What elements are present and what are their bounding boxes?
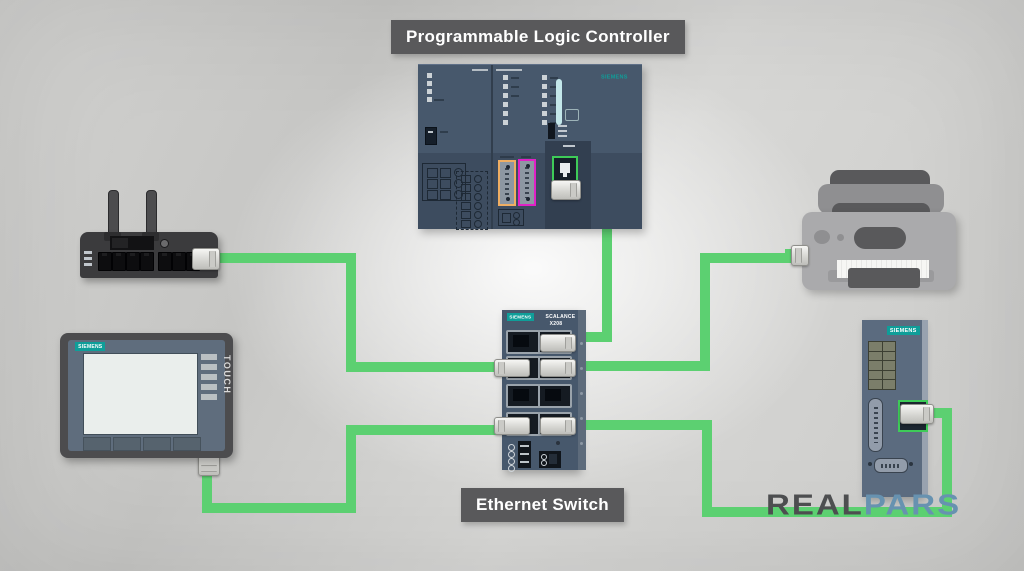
- module-terminal-grid: [868, 341, 896, 390]
- cable-switch-module: [918, 408, 952, 418]
- led: [427, 81, 432, 86]
- serial-port-orange: [498, 160, 516, 206]
- cable-router-switch: [210, 253, 356, 263]
- router-button: [160, 239, 169, 248]
- hmi-softkey-strip: [201, 384, 217, 390]
- led: [427, 97, 432, 102]
- plc-device: SIEMENS: [418, 64, 642, 230]
- cable-switch-printer: [700, 253, 710, 371]
- switch-model-label: SCALANCE X208: [545, 313, 576, 327]
- cable-router-switch: [346, 362, 508, 372]
- serial-port-magenta: [518, 159, 536, 206]
- mode-switch: [548, 123, 555, 139]
- hmi-softkey-strip: [201, 354, 217, 360]
- io-block: [498, 209, 524, 226]
- router-lan-port: [158, 252, 172, 271]
- switch-terminal-block: [518, 441, 531, 468]
- switch-port-row1-left: [506, 330, 540, 354]
- switch-plug-row1-right: [540, 334, 576, 352]
- hmi-softkey-strip: [201, 374, 217, 380]
- printer-control-panel: [854, 227, 906, 249]
- cable-hmi-switch: [346, 425, 356, 513]
- module-ethernet-plug: [900, 404, 934, 424]
- hmi-device: SIEMENS TOUCH: [60, 333, 233, 458]
- cable-switch-module: [702, 420, 712, 517]
- module-dsub-vertical: [868, 398, 883, 452]
- switch-port-row3-left: [506, 384, 540, 408]
- terminal-strip: [456, 171, 488, 230]
- cable-hmi-switch: [346, 425, 508, 435]
- module-label-text: [472, 69, 488, 71]
- plc-ethernet-plug: [551, 180, 581, 200]
- router-lan-port: [172, 252, 186, 271]
- router-lan-port: [98, 252, 112, 271]
- power-switch: [425, 127, 437, 145]
- printer-power-button: [814, 230, 830, 244]
- cable-hmi-switch: [202, 503, 356, 513]
- cable-hmi-switch: [202, 468, 212, 513]
- hmi-touch-label: TOUCH: [222, 355, 232, 395]
- switch-plug-row2-left: [494, 359, 530, 377]
- hmi-function-key: [173, 437, 201, 451]
- switch-terminal-block: [539, 451, 561, 468]
- cable-plc-switch: [602, 188, 612, 342]
- printer-output-tray: [848, 268, 920, 288]
- printer-indicator: [837, 234, 844, 241]
- cable-switch-module: [702, 507, 952, 517]
- led: [427, 89, 432, 94]
- realpars-logo: REALPARS: [766, 488, 961, 521]
- led: [427, 73, 432, 78]
- printer-device: [800, 170, 960, 292]
- router-lan-port: [112, 252, 126, 271]
- siemens-logo: SIEMENS: [601, 74, 628, 81]
- ethernet-switch-caption: Ethernet Switch: [461, 488, 624, 522]
- hmi-softkey-strip: [201, 364, 217, 370]
- router-display: [110, 236, 154, 250]
- switch-plug-row4-left: [494, 417, 530, 435]
- router-ethernet-plug: [192, 248, 220, 270]
- realpars-logo-pars: PARS: [863, 488, 962, 521]
- cable-router-switch: [346, 253, 356, 367]
- cable-switch-printer: [570, 361, 710, 371]
- hmi-function-key: [113, 437, 141, 451]
- module-label-text: [440, 131, 448, 133]
- realpars-logo-real: REAL: [766, 488, 864, 521]
- cable-plc-switch: [566, 332, 612, 342]
- siemens-logo: SIEMENS: [507, 313, 534, 321]
- printer-ethernet-plug: [791, 245, 809, 266]
- router-lan-port: [126, 252, 140, 271]
- plc-module-divider: [491, 65, 493, 229]
- module-label-text: [496, 69, 522, 71]
- switch-plug-row4-right: [540, 417, 576, 435]
- hmi-screen: [83, 353, 198, 435]
- siemens-logo: SIEMENS: [75, 342, 105, 351]
- plc-caption: Programmable Logic Controller: [391, 20, 685, 54]
- cable-switch-module: [570, 420, 712, 430]
- hmi-function-key: [143, 437, 171, 451]
- cable-switch-module: [942, 408, 952, 517]
- memory-card-slot: [556, 79, 562, 125]
- hmi-softkey-strip: [201, 394, 217, 400]
- switch-port-row3-right: [538, 384, 572, 408]
- module-label-text: [434, 99, 444, 101]
- switch-plug-row2-right: [540, 359, 576, 377]
- card-eject-tab: [565, 109, 579, 121]
- router-lan-port: [140, 252, 154, 271]
- cable-switch-printer: [700, 253, 806, 263]
- hmi-function-key: [83, 437, 111, 451]
- switch-side-strip: [578, 310, 586, 470]
- module-dsub-bottom: [874, 458, 908, 473]
- siemens-logo: SIEMENS: [887, 326, 920, 335]
